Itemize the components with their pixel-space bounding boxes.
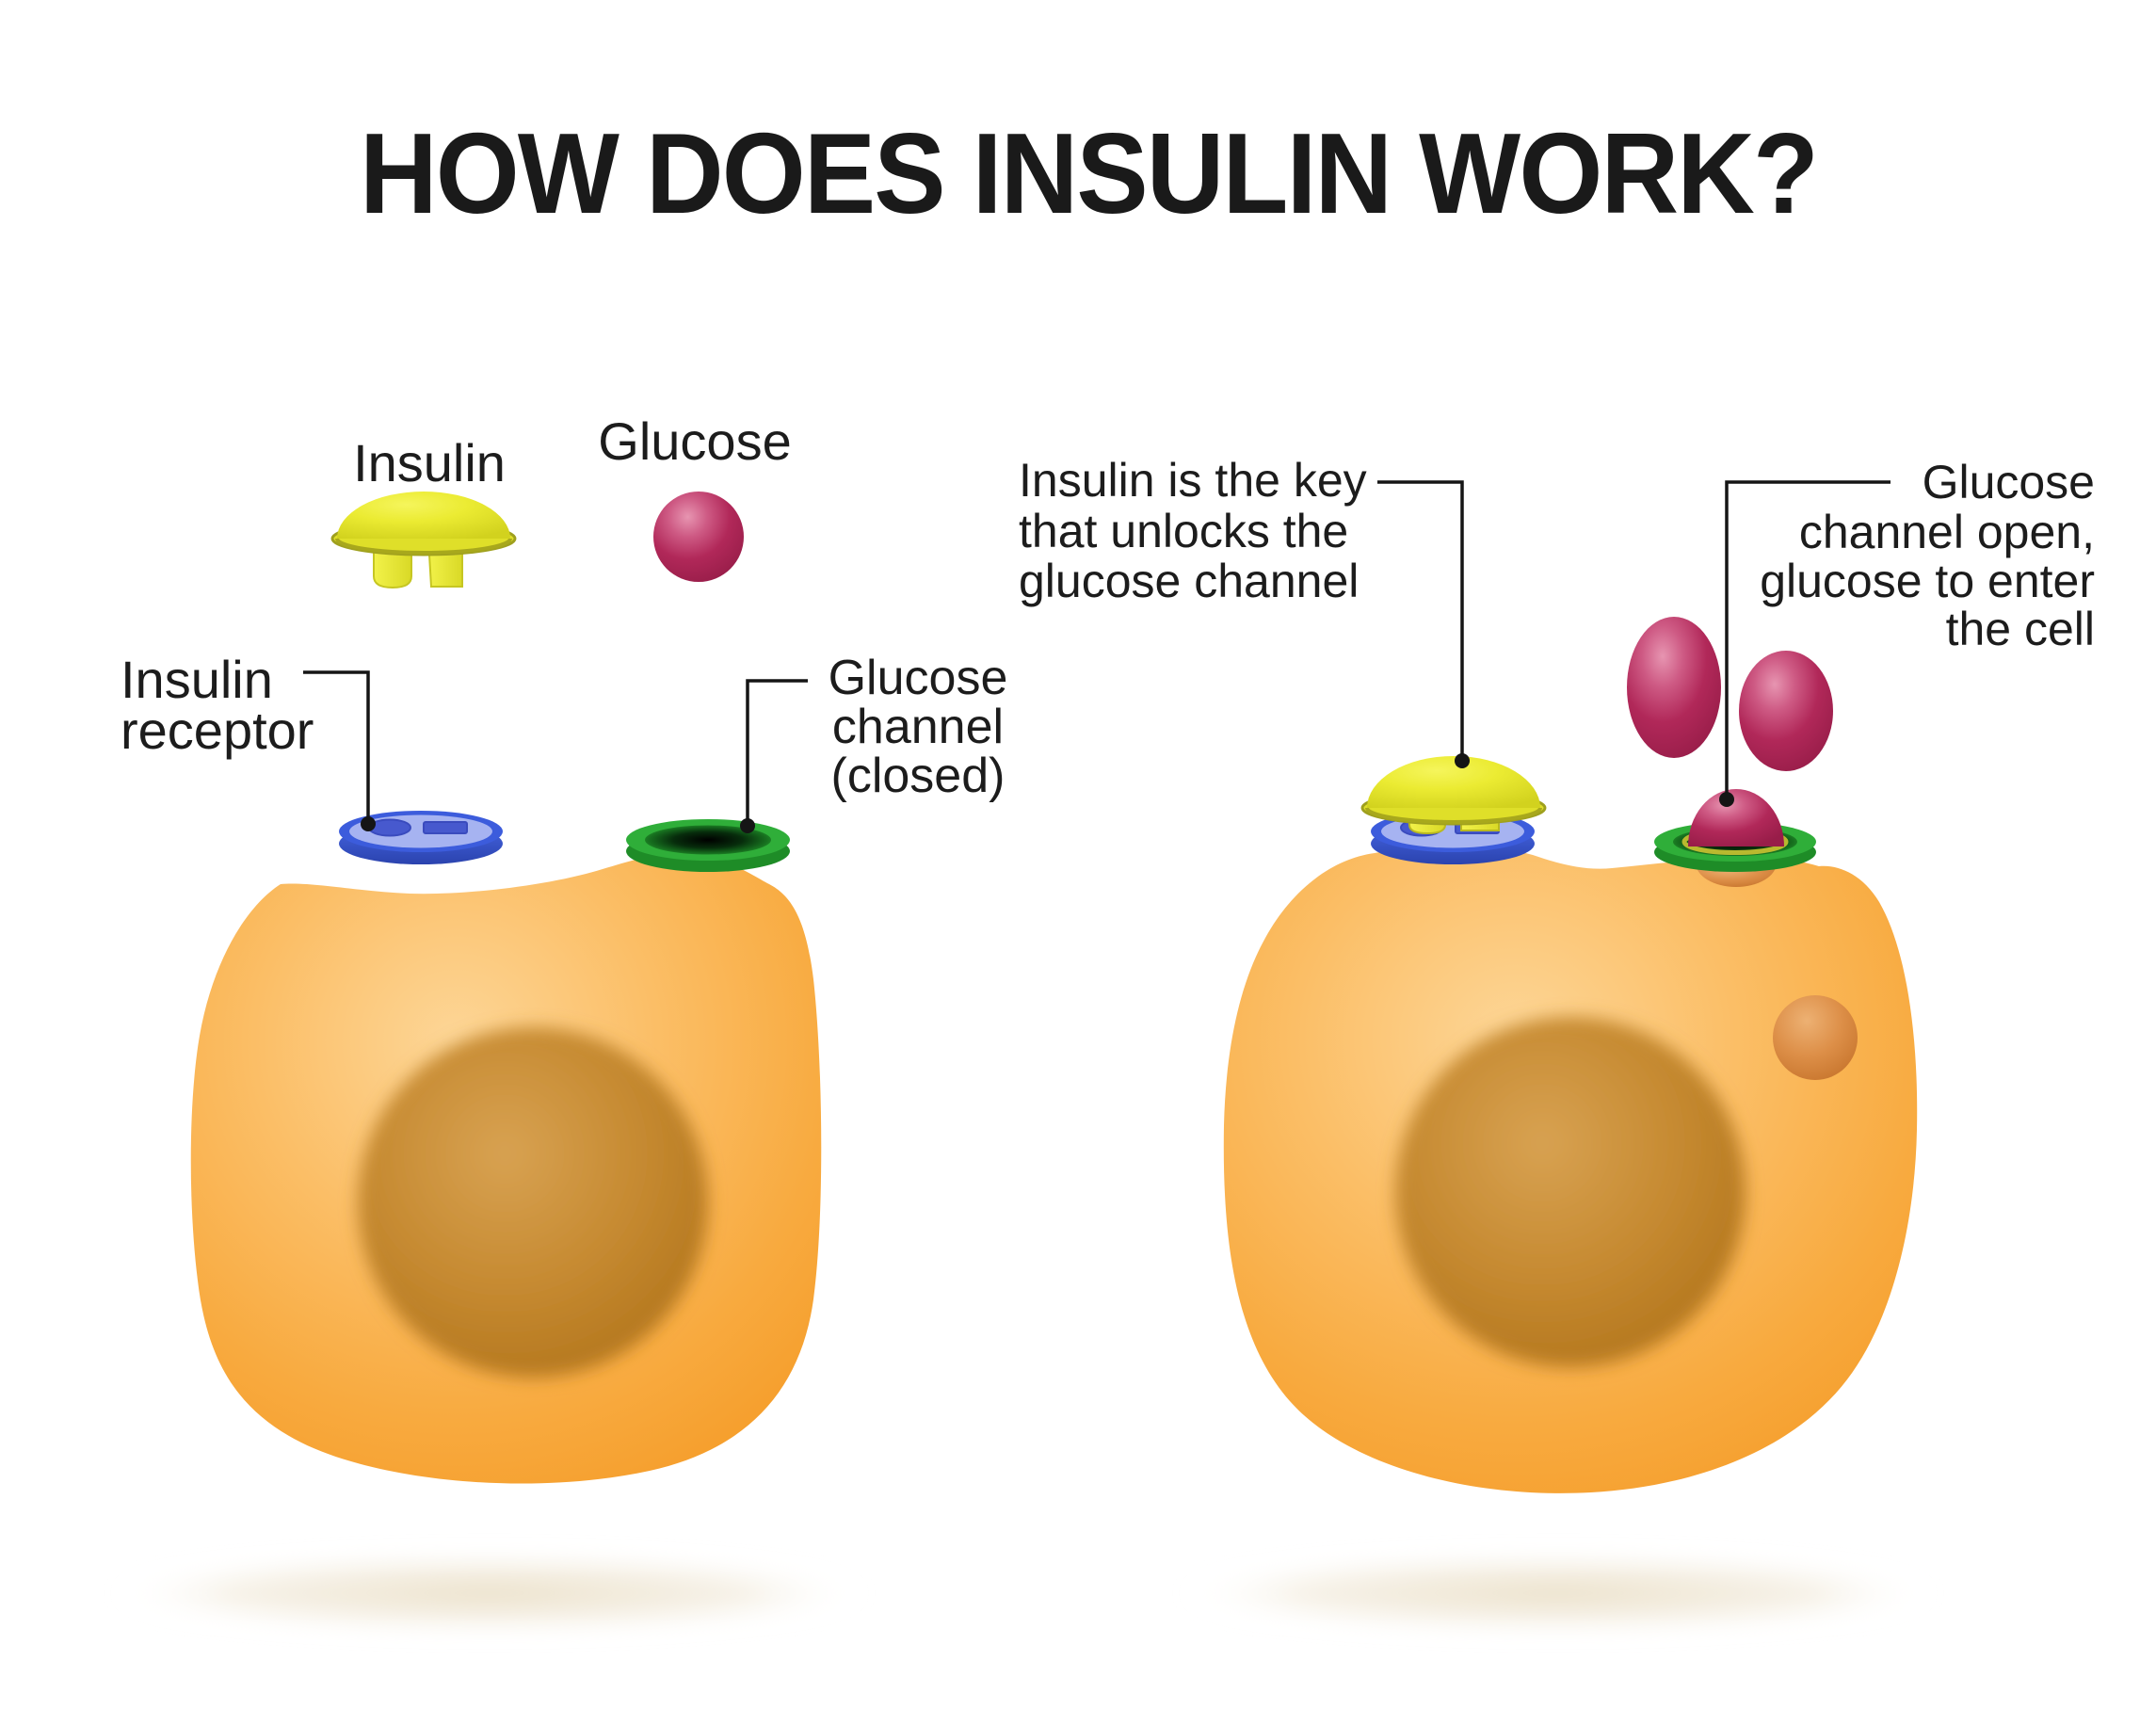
channel-hole-closed — [645, 825, 771, 855]
channel-closed-leader-line — [746, 679, 808, 821]
svg-text:Insulin: Insulin — [121, 650, 273, 709]
insulin-receptor-leader-dot — [361, 816, 376, 831]
insulin-molecule-docked — [1360, 756, 1547, 835]
channel-open-leader-line — [1725, 480, 1891, 794]
svg-text:glucose channel: glucose channel — [1019, 555, 1359, 607]
svg-text:Insulin is the key: Insulin is the key — [1019, 454, 1367, 507]
right-cell-nucleus — [1395, 1017, 1746, 1367]
insulin-receptor-occupied — [1360, 756, 1547, 864]
svg-text:that unlocks the: that unlocks the — [1019, 505, 1348, 557]
glucose-channel-closed-label: Glucose channel (closed) — [829, 651, 1008, 803]
glucose-molecule-free-2 — [1739, 651, 1833, 771]
glucose-molecule-free-1 — [1627, 617, 1721, 758]
right-cell — [1223, 617, 1918, 1493]
insulin-receptor-empty — [339, 811, 503, 864]
insulin-dome — [1367, 756, 1540, 808]
insulin-molecule-legend — [330, 492, 517, 589]
svg-text:glucose to enter: glucose to enter — [1760, 555, 2095, 607]
insulin-receptor-label: Insulin receptor — [121, 650, 314, 760]
receptor-slot-rect — [423, 821, 468, 834]
svg-text:channel: channel — [832, 700, 1004, 754]
glucose-channel-open-label: Glucose channel open, glucose to enter t… — [1760, 456, 2095, 655]
svg-text:the cell: the cell — [1946, 603, 2095, 655]
svg-text:Glucose: Glucose — [829, 651, 1008, 705]
glucose-channel-closed — [626, 819, 790, 872]
glucose-legend-label: Glucose — [598, 411, 791, 471]
svg-text:(closed): (closed) — [831, 749, 1006, 803]
glucose-channel-open — [1654, 789, 1816, 887]
left-cell-shadow — [113, 1556, 866, 1631]
glucose-inside-cell — [1773, 995, 1858, 1080]
glucose-molecule-entering — [1688, 789, 1784, 846]
insulin-key-label: Insulin is the key that unlocks the gluc… — [1019, 454, 1367, 607]
page-title: HOW DOES INSULIN WORK? — [360, 109, 1817, 237]
channel-open-leader-dot — [1719, 792, 1734, 807]
glucose-molecule-legend — [653, 492, 744, 582]
insulin-key-leader-dot — [1455, 753, 1470, 768]
svg-text:receptor: receptor — [121, 701, 314, 760]
insulin-dome — [337, 492, 510, 539]
left-cell-nucleus — [358, 1027, 708, 1378]
svg-text:Glucose: Glucose — [1923, 456, 2095, 508]
insulin-dome-base-shade — [335, 538, 512, 555]
insulin-key-leader-line — [1377, 480, 1464, 755]
channel-closed-leader-dot — [740, 818, 755, 833]
right-cell-shadow — [1182, 1556, 1935, 1631]
left-cell — [190, 811, 822, 1484]
insulin-receptor-leader-line — [303, 670, 370, 819]
insulin-dome-base-shade — [1365, 807, 1542, 824]
leader-lines — [303, 480, 1891, 833]
insulin-legend-label: Insulin — [353, 433, 506, 492]
svg-text:channel open,: channel open, — [1799, 506, 2095, 558]
